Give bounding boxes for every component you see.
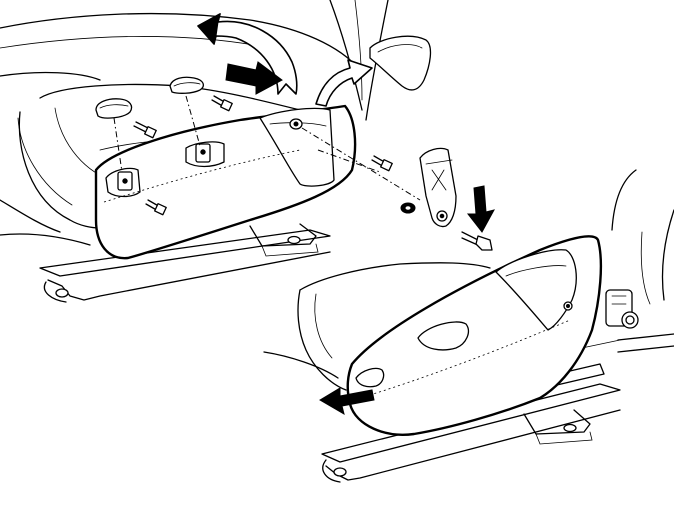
cover-cap-left bbox=[95, 98, 133, 119]
rail-bolt-hole bbox=[55, 288, 69, 298]
alignment-lines bbox=[113, 95, 421, 201]
bolt-b bbox=[211, 95, 233, 112]
upper-seat-side-cover bbox=[94, 104, 357, 260]
anchor-bolt bbox=[461, 231, 493, 251]
flip-cover-arrow bbox=[197, 13, 298, 95]
cover-bolts bbox=[133, 95, 393, 216]
lower-seat-cushion bbox=[263, 169, 674, 391]
lower-rail-bolt-hole bbox=[333, 467, 347, 477]
hinge-cover-cap bbox=[369, 35, 432, 91]
upper-seat-rail bbox=[39, 223, 331, 303]
bolt-d bbox=[371, 155, 393, 172]
bolt-direction-arrow bbox=[466, 185, 495, 233]
anchor-washer bbox=[400, 202, 416, 214]
lower-seat-side-cover bbox=[346, 235, 603, 436]
bolt-a bbox=[133, 121, 157, 139]
seat-belt-anchor bbox=[419, 147, 457, 228]
bolt-c bbox=[145, 199, 167, 216]
push-in-arrow bbox=[225, 61, 283, 95]
upper-seat-cushion bbox=[0, 0, 389, 246]
pull-out-arrow bbox=[319, 387, 375, 416]
cover-cap-right bbox=[169, 76, 205, 94]
lift-cap-arrow bbox=[315, 59, 373, 107]
